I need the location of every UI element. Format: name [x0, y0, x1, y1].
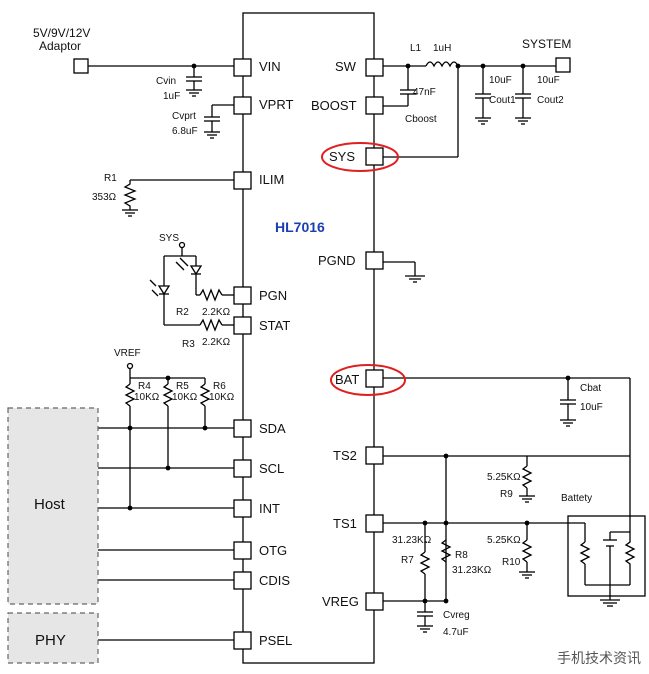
r6-value: 10KΩ: [209, 392, 235, 403]
pin-label-sys: SYS: [329, 149, 356, 164]
r4-value: 10KΩ: [134, 392, 160, 403]
cboost-label: Cboost: [405, 114, 437, 125]
pin-otg: [233, 541, 252, 560]
cboost-value: 47nF: [413, 87, 436, 98]
pin-vreg: [365, 592, 384, 611]
cbat-label: Cbat: [580, 383, 602, 394]
pin-label-vreg: VREG: [322, 594, 359, 609]
adaptor-voltage-label: 5V/9V/12V: [33, 26, 91, 40]
sys-net-label: SYS: [159, 233, 180, 244]
cvreg-value: 4.7uF: [443, 627, 469, 638]
pin-label-ts1: TS1: [333, 516, 357, 531]
pin-sda: [233, 419, 252, 438]
pin-label-cdis: CDIS: [259, 573, 291, 588]
pin-label-sw: SW: [335, 59, 356, 74]
r3-value: 2.2KΩ: [202, 337, 231, 348]
pin-label-psel: PSEL: [259, 633, 293, 648]
chip-name: HL7016: [275, 219, 325, 235]
vref-label: VREF: [114, 348, 141, 359]
pin-label-boost: BOOST: [311, 98, 357, 113]
pin-vin: [233, 58, 252, 77]
pin-label-pgnd: PGND: [318, 253, 356, 268]
pin-psel: [233, 631, 252, 650]
r2-value: 2.2KΩ: [202, 307, 231, 318]
r6-label: R6: [213, 381, 226, 392]
r8-value: 31.23KΩ: [452, 565, 492, 576]
phy-block: [7, 612, 99, 664]
r4-label: R4: [138, 381, 151, 392]
cvreg-label: Cvreg: [443, 610, 470, 621]
pin-label-bat: BAT: [335, 372, 360, 387]
bat-highlight: [330, 364, 406, 396]
pin-vprt: [233, 96, 252, 115]
cbat-value: 10uF: [580, 402, 603, 413]
cout2-value: 10uF: [537, 75, 560, 86]
cvin-label: Cvin: [156, 76, 177, 87]
battery-box: [567, 515, 646, 597]
pin-label-vprt: VPRT: [259, 97, 294, 112]
cvprt-label: Cvprt: [172, 111, 196, 122]
pin-label-sda: SDA: [259, 421, 286, 436]
cvprt-value: 6.8uF: [172, 126, 198, 137]
r2-label: R2: [176, 307, 189, 318]
r5-label: R5: [176, 381, 189, 392]
r7-label: R7: [401, 555, 414, 566]
watermark-text: 手机技术资讯: [557, 650, 641, 666]
pin-boost: [365, 96, 384, 115]
battery-label: Battety: [561, 493, 593, 504]
r8-label: R8: [455, 550, 468, 561]
l1-value: 1uH: [433, 43, 452, 54]
ic-body: [242, 12, 375, 664]
pin-bat: [365, 369, 384, 388]
cout1-label: Cout1: [489, 95, 516, 106]
pin-label-stat: STAT: [259, 318, 291, 333]
pin-ilim: [233, 171, 252, 190]
r10-value: 5.25KΩ: [487, 535, 521, 546]
sys-highlight: [321, 142, 399, 172]
pin-pgn: [233, 286, 252, 305]
pin-scl: [233, 459, 252, 478]
r9-value: 5.25KΩ: [487, 472, 521, 483]
l1-label: L1: [410, 43, 422, 54]
pin-label-vin: VIN: [259, 59, 281, 74]
r10-label: R10: [502, 557, 521, 568]
pin-int: [233, 499, 252, 518]
host-label: Host: [34, 496, 65, 513]
pin-stat: [233, 316, 252, 335]
pin-pgnd: [365, 251, 384, 270]
adaptor-label: Adaptor: [39, 39, 82, 53]
r1-value: 353Ω: [92, 192, 117, 203]
r5-value: 10KΩ: [172, 392, 198, 403]
pin-label-ts2: TS2: [333, 448, 357, 463]
system-label: SYSTEM: [522, 37, 572, 51]
r7-value: 31.23KΩ: [392, 535, 432, 546]
pin-label-ilim: ILIM: [259, 172, 285, 187]
pin-sw: [365, 58, 384, 77]
r9-label: R9: [500, 489, 513, 500]
cvin-value: 1uF: [163, 91, 181, 102]
cout2-label: Cout2: [537, 95, 564, 106]
pin-label-scl: SCL: [259, 461, 285, 476]
pin-sys: [365, 147, 384, 166]
pin-cdis: [233, 571, 252, 590]
pin-label-otg: OTG: [259, 543, 288, 558]
host-block: [7, 407, 99, 605]
cout1-value: 10uF: [489, 75, 512, 86]
pin-label-pgn: PGN: [259, 288, 288, 303]
phy-label: PHY: [35, 632, 66, 649]
pin-label-int: INT: [259, 501, 280, 516]
pin-ts1: [365, 514, 384, 533]
r1-label: R1: [104, 173, 117, 184]
pin-ts2: [365, 446, 384, 465]
r3-label: R3: [182, 339, 195, 350]
